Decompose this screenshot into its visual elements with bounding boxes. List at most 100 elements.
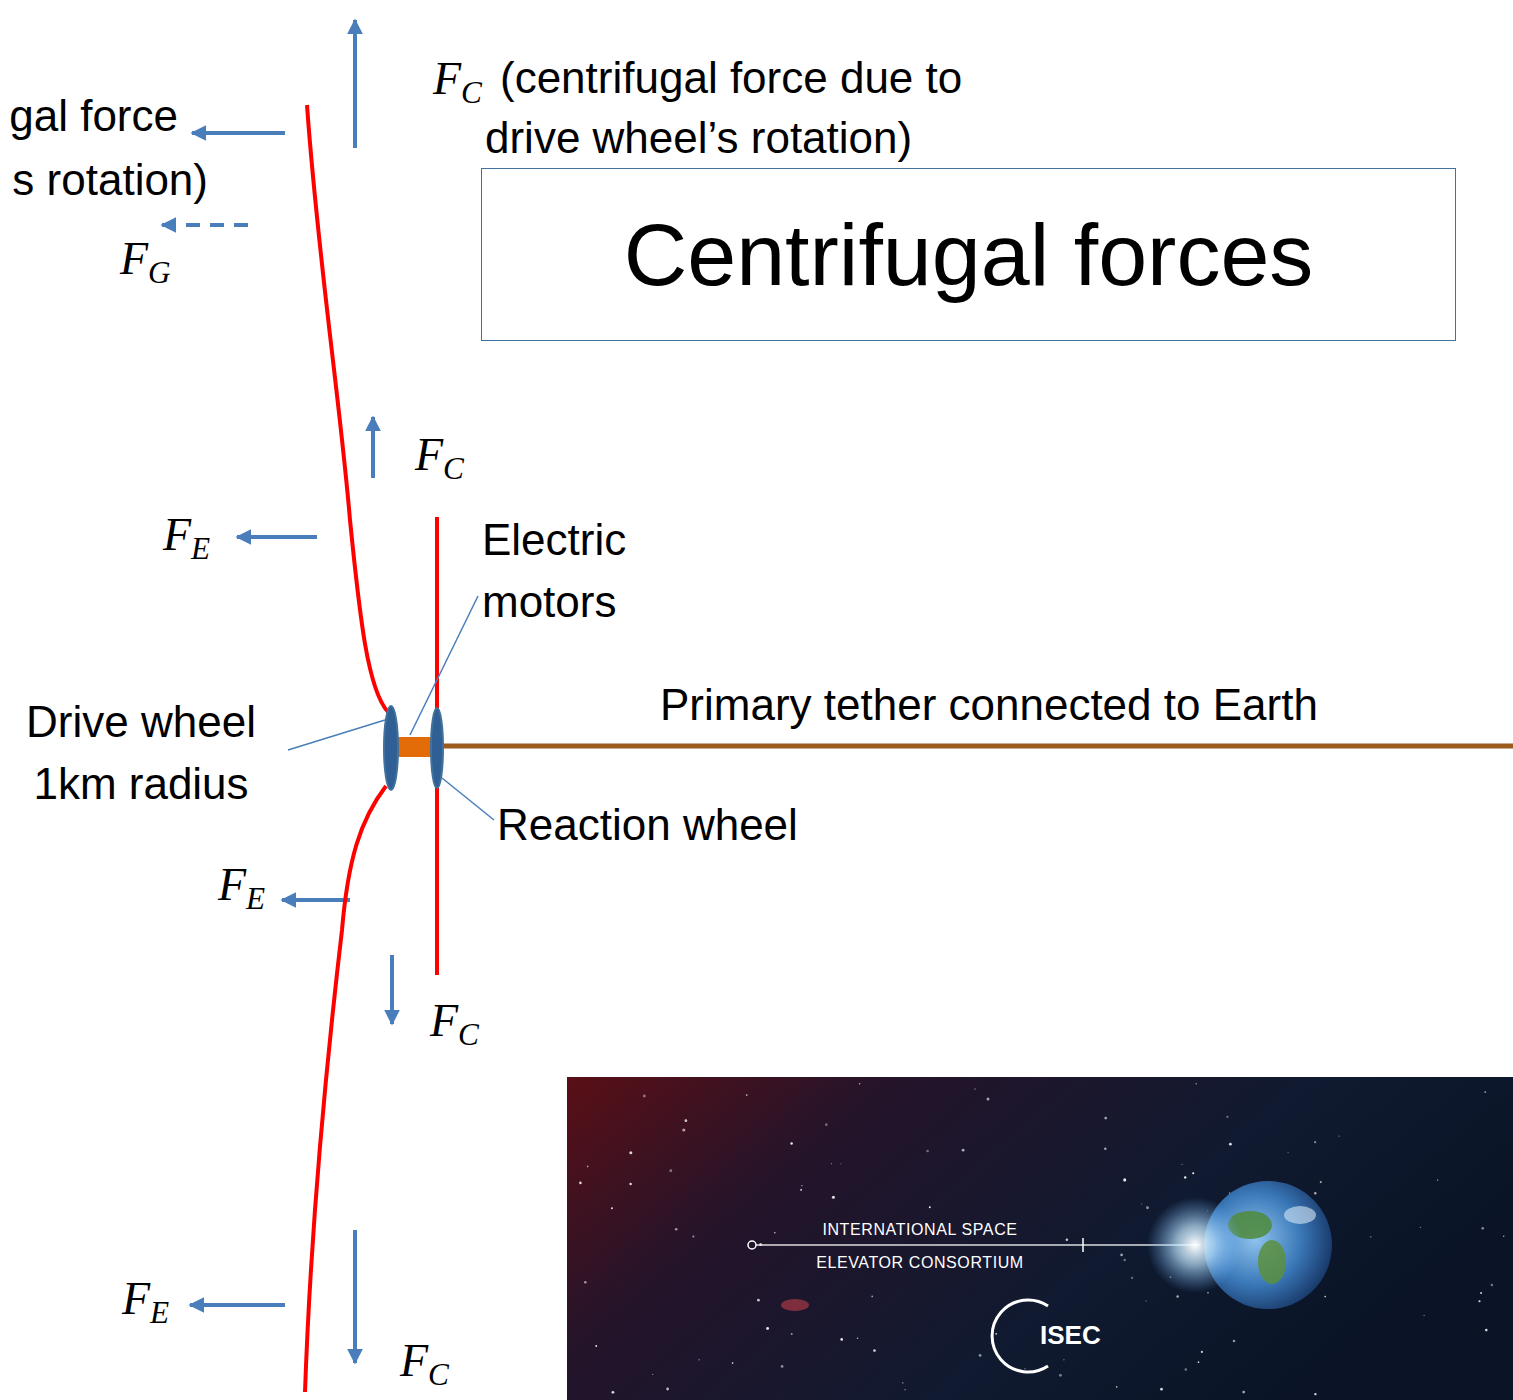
star	[840, 1163, 841, 1164]
star	[800, 1189, 802, 1191]
sun-glow	[1147, 1197, 1243, 1293]
star	[579, 1182, 582, 1185]
symbol-letter: F	[163, 509, 191, 560]
symbol-letter: F	[120, 233, 148, 284]
star	[1339, 1135, 1340, 1136]
star	[1314, 1393, 1316, 1395]
leader-line	[410, 596, 478, 735]
star	[873, 1349, 876, 1352]
star	[1229, 1143, 1232, 1146]
star	[1226, 1116, 1228, 1118]
cloud	[1284, 1206, 1316, 1224]
red-glint	[781, 1299, 809, 1311]
symbol-subscript: C	[428, 1357, 449, 1392]
part-label: Primary tether connected to Earth	[660, 674, 1318, 736]
star	[1131, 1277, 1133, 1279]
star	[669, 1169, 672, 1172]
star	[732, 1362, 734, 1364]
star	[1324, 1296, 1326, 1298]
star	[666, 1388, 669, 1391]
star	[584, 1281, 586, 1283]
star	[1120, 1254, 1123, 1257]
star	[1146, 1206, 1149, 1209]
cut-off-label: s rotation)	[12, 149, 208, 211]
force-arrow	[190, 1303, 285, 1307]
star	[962, 1149, 965, 1152]
star	[1066, 1238, 1069, 1241]
star	[1314, 1141, 1316, 1143]
motor-shaft	[397, 737, 433, 757]
primary-tether	[440, 744, 1513, 749]
tether	[305, 786, 386, 1392]
star	[801, 1185, 802, 1186]
star	[595, 1345, 597, 1347]
force-arrow	[371, 417, 375, 478]
leader-line	[442, 778, 494, 820]
star	[1320, 1181, 1322, 1183]
star	[1370, 1236, 1372, 1238]
star	[1104, 1147, 1106, 1149]
climber-mark	[1082, 1238, 1084, 1252]
force-arrow	[237, 535, 317, 539]
force-arrow	[353, 1230, 357, 1363]
star	[612, 1391, 615, 1394]
star	[1160, 1388, 1163, 1391]
star	[1141, 1203, 1142, 1204]
star	[791, 1333, 793, 1335]
symbol-subscript: E	[246, 881, 265, 916]
star	[629, 1151, 632, 1154]
star	[1424, 1315, 1425, 1316]
star	[825, 1123, 828, 1126]
star	[995, 1333, 997, 1335]
star	[746, 1094, 748, 1096]
star	[857, 1337, 859, 1339]
cut-off-label: gal force	[9, 85, 178, 147]
star	[1420, 1227, 1421, 1228]
star	[790, 1142, 792, 1144]
logo-text: INTERNATIONAL SPACE ELEVATOR CONSORTIUM	[800, 1213, 1040, 1279]
elevator-line	[756, 1244, 1200, 1246]
star	[831, 1163, 832, 1164]
symbol-letter: F	[415, 429, 443, 480]
symbol-subscript: C	[461, 75, 482, 110]
star	[840, 1338, 843, 1341]
counterweight	[748, 1241, 756, 1249]
star	[1207, 1292, 1208, 1293]
star	[871, 1296, 873, 1298]
tether	[307, 105, 388, 712]
star	[1233, 1340, 1236, 1343]
star	[929, 1206, 931, 1208]
force-symbol: FE	[163, 512, 210, 563]
star	[1491, 1284, 1493, 1286]
continent	[1258, 1240, 1286, 1284]
leader-line	[288, 720, 385, 750]
part-label: Electric motors	[482, 509, 692, 633]
star	[1176, 1295, 1178, 1297]
star	[1484, 1091, 1486, 1093]
star	[1198, 1361, 1200, 1363]
star	[692, 1235, 694, 1237]
dashed-force-arrow	[162, 223, 248, 227]
part-label: Reaction wheel	[497, 794, 798, 856]
force-arrow	[192, 131, 285, 135]
symbol-subscript: E	[191, 531, 210, 566]
symbol-letter: F	[218, 859, 246, 910]
star	[1181, 1164, 1182, 1165]
logo-arc	[992, 1300, 1048, 1372]
star	[698, 1359, 700, 1361]
star	[643, 1095, 646, 1098]
star	[832, 1196, 835, 1199]
force-symbol: FC	[415, 432, 464, 483]
star	[904, 1389, 906, 1391]
symbol-letter: F	[122, 1273, 150, 1324]
reaction-wheel	[431, 708, 443, 788]
star	[1024, 1368, 1025, 1369]
star	[1314, 1192, 1316, 1194]
star	[774, 1232, 776, 1234]
symbol-subscript: C	[458, 1017, 479, 1052]
star	[1063, 1359, 1064, 1360]
star	[1242, 1391, 1245, 1394]
force-symbol: FC	[430, 998, 479, 1049]
force-symbol: FC	[433, 56, 482, 107]
star	[1123, 1178, 1126, 1181]
